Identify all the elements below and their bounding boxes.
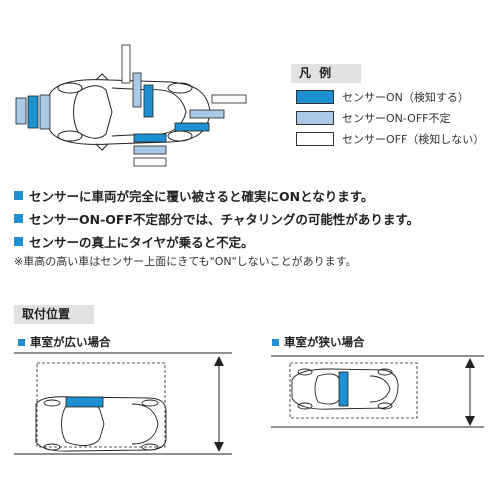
bullet-item: センサーに車両が完全に覆い被さると確実にONとなります。 bbox=[14, 186, 373, 205]
car-top-view bbox=[47, 73, 211, 151]
legend-item-off: センサーOFF（検知しない） bbox=[296, 132, 484, 146]
wide-bay-diagram bbox=[14, 352, 232, 455]
bullet-square-icon bbox=[18, 338, 25, 346]
legend-label: センサーON（検知する） bbox=[342, 91, 469, 104]
narrow-bay-heading: 車室が狭い場合 bbox=[272, 334, 365, 350]
sensor-on-off-rect bbox=[133, 145, 167, 155]
bullet-square-icon bbox=[14, 237, 23, 246]
bullet-text: センサーON-OFF不定部分では、チャタリングの可能性があります。 bbox=[29, 212, 420, 227]
off-swatch bbox=[296, 132, 334, 146]
sensor-on-off-rect bbox=[132, 72, 142, 108]
sensor-off-rect bbox=[133, 157, 167, 167]
sensor-on-off-rect bbox=[189, 109, 225, 119]
legend-item-on: センサーON（検知する） bbox=[296, 90, 469, 104]
note-text: ※車高の高い車はセンサー上面にきても"ON"しないことがあります。 bbox=[14, 255, 357, 268]
sensor-on-rect bbox=[174, 122, 210, 132]
wide-bay-heading: 車室が広い場合 bbox=[18, 334, 111, 350]
narrow-bay-diagram bbox=[271, 355, 484, 428]
sensor-off-rect bbox=[211, 94, 247, 104]
legend-label: センサーOFF（検知しない） bbox=[342, 133, 485, 146]
bullet-square-icon bbox=[14, 191, 23, 200]
bullet-item: センサーの真上にタイヤが乗ると不定。 bbox=[14, 232, 254, 251]
bullet-text: センサーの真上にタイヤが乗ると不定。 bbox=[29, 235, 254, 250]
bullet-text: センサーに車両が完全に覆い被さると確実にONとなります。 bbox=[29, 189, 374, 204]
legend-title: 凡 例 bbox=[291, 64, 361, 83]
sensor-on-rect bbox=[133, 133, 167, 143]
bullet-item: センサーON-OFF不定部分では、チャタリングの可能性があります。 bbox=[14, 209, 419, 228]
mounting-title: 取付位置 bbox=[14, 305, 94, 324]
sensor-on-rect bbox=[143, 84, 154, 118]
wide-bay-label: 車室が広い場合 bbox=[30, 335, 111, 349]
sensor-on-off-rect bbox=[39, 94, 51, 130]
legend-item-on-off: センサーON-OFF不定 bbox=[296, 111, 450, 125]
bullet-square-icon bbox=[14, 214, 23, 223]
legend-label: センサーON-OFF不定 bbox=[342, 112, 451, 125]
sensor-on-rect bbox=[27, 95, 39, 129]
narrow-bay-label: 車室が狭い場合 bbox=[284, 335, 365, 349]
sensor-off-rect bbox=[121, 44, 131, 84]
bullet-square-icon bbox=[272, 338, 279, 346]
on-swatch bbox=[296, 90, 334, 104]
on-off-swatch bbox=[296, 111, 334, 125]
sensor-on-off-rect bbox=[15, 97, 27, 125]
